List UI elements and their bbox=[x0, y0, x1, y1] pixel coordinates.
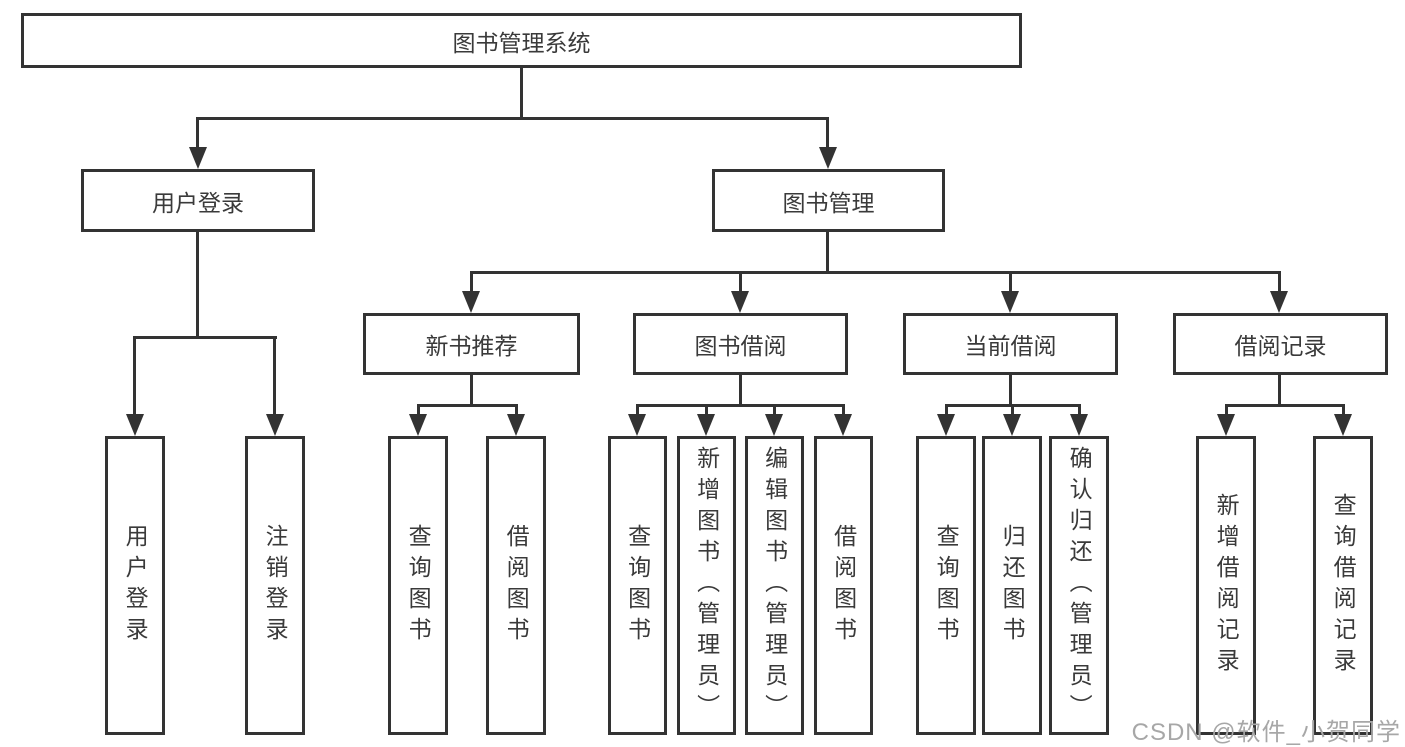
connector-line bbox=[826, 117, 829, 153]
node-user-login: 用户登录 bbox=[81, 169, 315, 232]
connector-line bbox=[1342, 404, 1345, 420]
arrowhead-down-icon bbox=[1001, 291, 1019, 313]
leaf-query-books-current-label: 查询图书 bbox=[933, 523, 960, 648]
leaf-edit-book-admin: 编辑图书（管理员） bbox=[745, 436, 804, 735]
node-root-label: 图书管理系统 bbox=[452, 29, 591, 56]
node-borrow-records-label: 借阅记录 bbox=[1234, 333, 1327, 359]
connector-line bbox=[470, 271, 473, 297]
leaf-return-book: 归还图书 bbox=[982, 436, 1042, 735]
arrowhead-down-icon bbox=[765, 414, 783, 436]
leaf-borrow-books-recommend-label: 借阅图书 bbox=[503, 523, 530, 648]
leaf-query-borrow-record-label: 查询借阅记录 bbox=[1330, 492, 1357, 679]
leaf-add-borrow-record-label: 新增借阅记录 bbox=[1213, 492, 1240, 679]
connector-line bbox=[196, 232, 199, 339]
arrowhead-down-icon bbox=[731, 291, 749, 313]
node-book-borrow: 图书借阅 bbox=[633, 313, 848, 375]
connector-line bbox=[1009, 375, 1012, 407]
leaf-confirm-return-admin: 确认归还（管理员） bbox=[1049, 436, 1109, 735]
leaf-confirm-return-admin-label: 确认归还（管理员） bbox=[1066, 446, 1093, 725]
connector-line bbox=[196, 117, 829, 120]
leaf-user-login: 用户登录 bbox=[105, 436, 165, 735]
csdn-watermark: CSDN @软件_小贺同学 bbox=[1131, 719, 1401, 746]
leaf-query-books-recommend-label: 查询图书 bbox=[405, 523, 432, 648]
node-book-management-label: 图书管理 bbox=[782, 189, 875, 216]
connector-line bbox=[739, 375, 742, 407]
connector-line bbox=[1225, 404, 1228, 420]
connector-line bbox=[470, 271, 1281, 274]
node-new-book-recommend: 新书推荐 bbox=[363, 313, 580, 375]
node-new-book-recommend-label: 新书推荐 bbox=[425, 333, 518, 359]
leaf-add-book-admin-label: 新增图书（管理员） bbox=[693, 446, 720, 725]
arrowhead-down-icon bbox=[409, 414, 427, 436]
leaf-user-login-label: 用户登录 bbox=[122, 523, 149, 648]
node-current-borrow-label: 当前借阅 bbox=[964, 333, 1057, 359]
connector-line bbox=[1078, 404, 1081, 420]
arrowhead-down-icon bbox=[1070, 414, 1088, 436]
leaf-borrow-books-label: 借阅图书 bbox=[830, 523, 857, 648]
node-current-borrow: 当前借阅 bbox=[903, 313, 1118, 375]
connector-line bbox=[470, 375, 473, 407]
node-borrow-records: 借阅记录 bbox=[1173, 313, 1388, 375]
leaf-query-books-borrow: 查询图书 bbox=[608, 436, 667, 735]
leaf-borrow-books-recommend: 借阅图书 bbox=[486, 436, 546, 735]
node-book-borrow-label: 图书借阅 bbox=[694, 333, 787, 359]
connector-line bbox=[1009, 271, 1012, 297]
connector-line bbox=[515, 404, 518, 420]
arrowhead-down-icon bbox=[937, 414, 955, 436]
connector-line bbox=[1278, 271, 1281, 297]
connector-line bbox=[196, 117, 199, 153]
leaf-query-books-current: 查询图书 bbox=[916, 436, 976, 735]
arrowhead-down-icon bbox=[819, 147, 837, 169]
connector-line bbox=[417, 404, 420, 420]
arrowhead-down-icon bbox=[1003, 414, 1021, 436]
leaf-query-books-recommend: 查询图书 bbox=[388, 436, 448, 735]
connector-line bbox=[133, 336, 136, 418]
leaf-add-book-admin: 新增图书（管理员） bbox=[677, 436, 736, 735]
arrowhead-down-icon bbox=[1270, 291, 1288, 313]
arrowhead-down-icon bbox=[1217, 414, 1235, 436]
arrowhead-down-icon bbox=[266, 414, 284, 436]
arrowhead-down-icon bbox=[834, 414, 852, 436]
connector-line bbox=[273, 336, 276, 418]
connector-line bbox=[133, 336, 277, 339]
node-root: 图书管理系统 bbox=[21, 13, 1022, 68]
arrowhead-down-icon bbox=[462, 291, 480, 313]
connector-line bbox=[705, 404, 708, 420]
connector-line bbox=[945, 404, 948, 420]
connector-line bbox=[1225, 404, 1345, 407]
leaf-add-borrow-record: 新增借阅记录 bbox=[1196, 436, 1256, 735]
connector-line bbox=[773, 404, 776, 420]
connector-line bbox=[636, 404, 845, 407]
arrowhead-down-icon bbox=[1334, 414, 1352, 436]
arrowhead-down-icon bbox=[697, 414, 715, 436]
connector-line bbox=[826, 232, 829, 274]
leaf-logout: 注销登录 bbox=[245, 436, 305, 735]
connector-line bbox=[739, 271, 742, 297]
leaf-return-book-label: 归还图书 bbox=[999, 523, 1026, 648]
connector-line bbox=[520, 68, 523, 119]
connector-line bbox=[636, 404, 639, 420]
connector-line bbox=[1278, 375, 1281, 407]
connector-line bbox=[842, 404, 845, 420]
connector-line bbox=[1011, 404, 1014, 420]
arrowhead-down-icon bbox=[507, 414, 525, 436]
arrowhead-down-icon bbox=[628, 414, 646, 436]
node-book-management: 图书管理 bbox=[712, 169, 945, 232]
leaf-edit-book-admin-label: 编辑图书（管理员） bbox=[761, 446, 788, 725]
leaf-borrow-books: 借阅图书 bbox=[814, 436, 873, 735]
leaf-query-books-borrow-label: 查询图书 bbox=[624, 523, 651, 648]
leaf-logout-label: 注销登录 bbox=[262, 523, 289, 648]
arrowhead-down-icon bbox=[126, 414, 144, 436]
node-user-login-label: 用户登录 bbox=[152, 189, 244, 216]
leaf-query-borrow-record: 查询借阅记录 bbox=[1313, 436, 1373, 735]
connector-line bbox=[417, 404, 518, 407]
arrowhead-down-icon bbox=[189, 147, 207, 169]
